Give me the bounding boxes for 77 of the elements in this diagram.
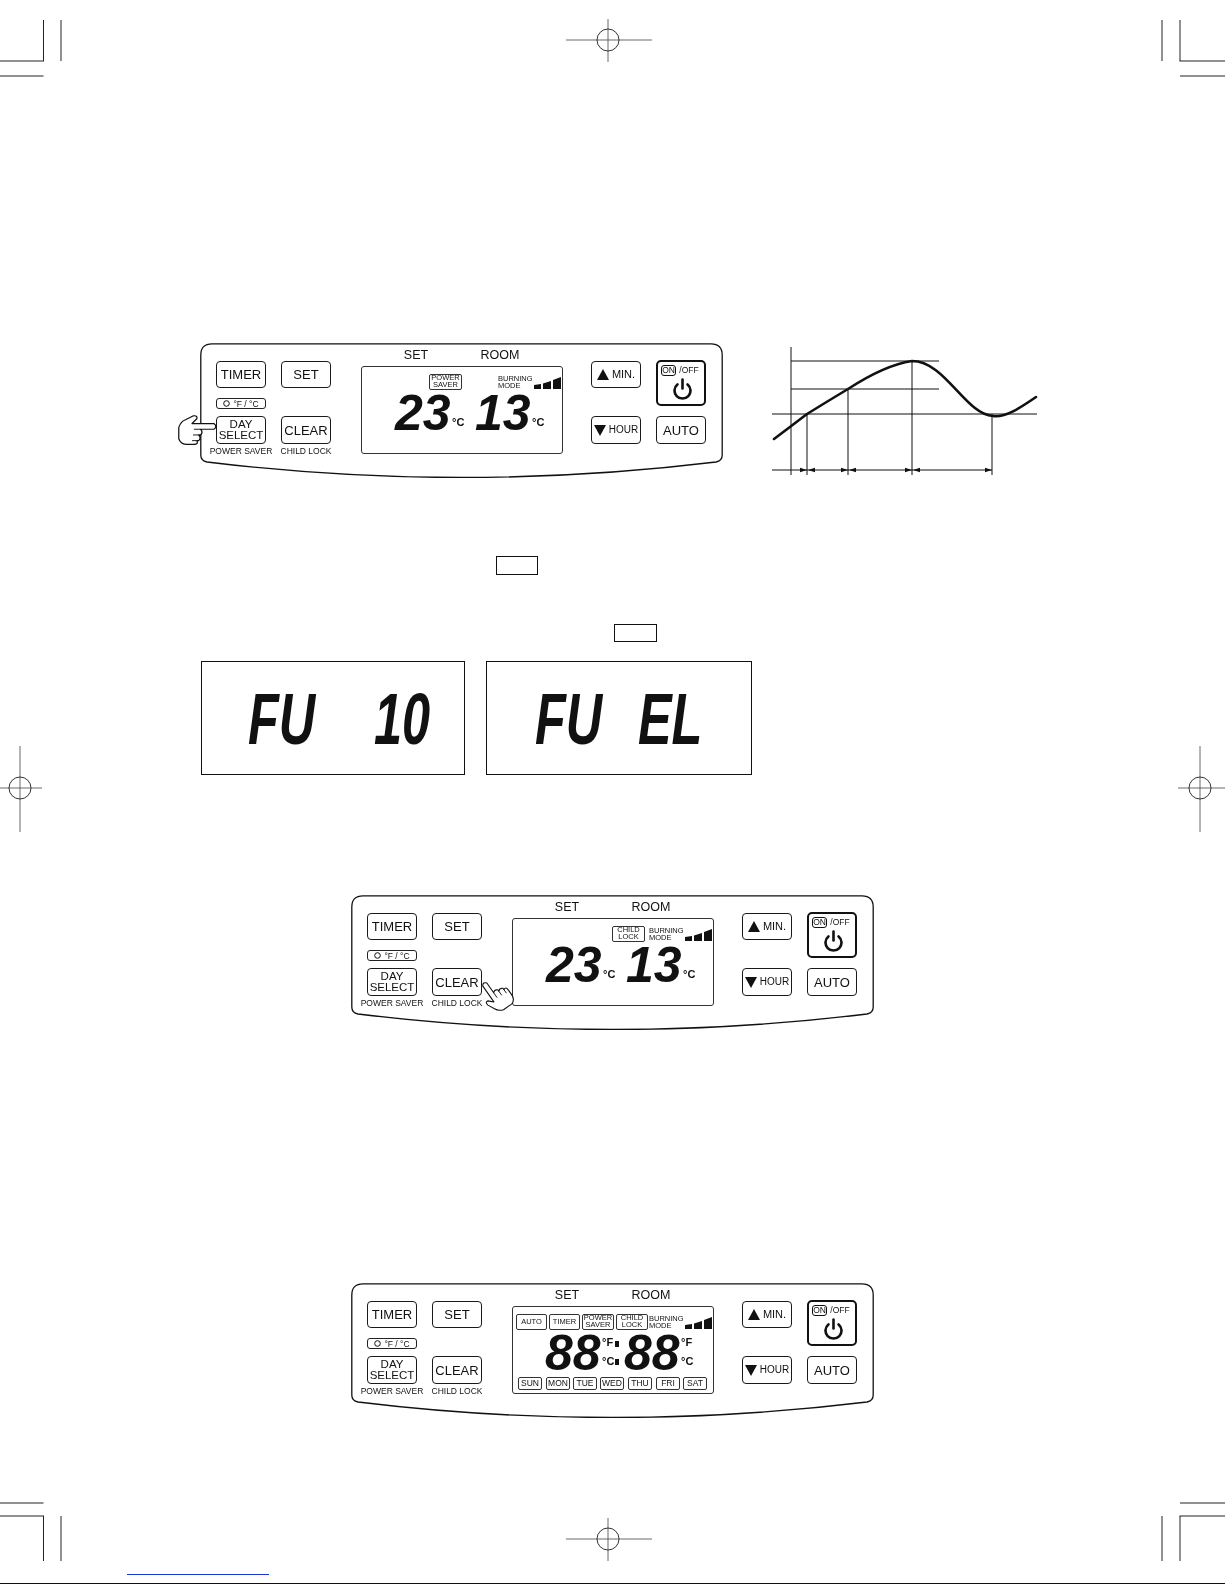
button: SET xyxy=(281,361,331,388)
button: TIMER xyxy=(367,913,417,940)
unit-label: °C xyxy=(681,1357,694,1366)
empty-box xyxy=(495,556,538,575)
segment-text: EL xyxy=(638,692,703,745)
lcd-screen xyxy=(512,918,714,1006)
button: CLEAR xyxy=(432,968,482,996)
unit-label: °F / °C xyxy=(233,399,259,408)
button: TIMER xyxy=(367,1301,417,1328)
column-label: SET xyxy=(554,1289,580,1302)
button: DAY SELECT xyxy=(216,416,266,444)
column-label: SET xyxy=(403,349,429,362)
button-caption: CHILD LOCK xyxy=(280,447,332,456)
day-indicator: TUE xyxy=(573,1377,597,1390)
column-label: SET xyxy=(554,901,580,914)
button: MIN. xyxy=(742,913,792,940)
column-label: ROOM xyxy=(480,349,520,362)
button: AUTO xyxy=(807,1356,857,1384)
control-panel xyxy=(351,895,874,1030)
button: ON /OFF xyxy=(656,360,706,406)
button: MIN. xyxy=(742,1301,792,1328)
unit-label: °C xyxy=(452,418,465,427)
button-caption: CHILD LOCK xyxy=(431,1387,483,1396)
unit-label: °F xyxy=(602,1338,614,1347)
digit-readout: 23 xyxy=(395,394,451,432)
unit-label: °F / °C xyxy=(384,1339,410,1348)
unit-label: °C xyxy=(683,970,696,979)
digit-readout: 88 xyxy=(624,1334,680,1372)
segment-text: FU xyxy=(535,692,603,745)
day-indicator: MON xyxy=(546,1377,570,1390)
unit-label: °C xyxy=(603,970,616,979)
day-indicator: SUN xyxy=(518,1377,542,1390)
segment-text: 10 xyxy=(373,692,430,745)
button: HOUR xyxy=(742,968,792,996)
button-caption: POWER SAVER xyxy=(360,999,424,1008)
day-indicator: THU xyxy=(628,1377,652,1390)
column-label: ROOM xyxy=(631,901,671,914)
lcd-screen xyxy=(361,366,563,454)
button: AUTO xyxy=(656,416,706,444)
button: SET xyxy=(432,1301,482,1328)
unit-label: °F xyxy=(681,1338,693,1347)
button: DAY SELECT xyxy=(367,1356,417,1384)
digit-readout: 88 xyxy=(545,1334,601,1372)
button: HOUR xyxy=(742,1356,792,1384)
button: SET xyxy=(432,913,482,940)
unit-label: °C xyxy=(602,1357,615,1366)
indicator-plate xyxy=(216,398,266,409)
button: CLEAR xyxy=(432,1356,482,1384)
button-caption: POWER SAVER xyxy=(360,1387,424,1396)
button: HOUR xyxy=(591,416,641,444)
day-indicator: FRI xyxy=(656,1377,680,1390)
digit-readout: 13 xyxy=(626,946,682,984)
button: CLEAR xyxy=(281,416,331,444)
segment-text: FU xyxy=(247,692,315,745)
button: AUTO xyxy=(807,968,857,996)
lcd-display xyxy=(486,660,752,775)
lcd-display xyxy=(200,660,465,775)
control-panel xyxy=(200,343,723,478)
digit-readout: 13 xyxy=(475,394,531,432)
lcd-screen xyxy=(512,1306,714,1394)
button-caption: CHILD LOCK xyxy=(431,999,483,1008)
unit-label: °F / °C xyxy=(384,951,410,960)
button: TIMER xyxy=(216,361,266,388)
day-indicator: WED xyxy=(600,1377,624,1390)
button: ON /OFF xyxy=(807,912,857,958)
button: MIN. xyxy=(591,361,641,388)
indicator-plate xyxy=(367,950,417,961)
indicator-plate xyxy=(367,1338,417,1349)
unit-label: °C xyxy=(532,418,545,427)
column-label: ROOM xyxy=(631,1289,671,1302)
day-indicator: SAT xyxy=(683,1377,707,1390)
button: DAY SELECT xyxy=(367,968,417,996)
empty-box xyxy=(614,624,657,642)
button-caption: POWER SAVER xyxy=(209,447,273,456)
control-panel xyxy=(351,1283,874,1418)
button: ON /OFF xyxy=(807,1300,857,1346)
digit-readout: 23 xyxy=(546,946,602,984)
